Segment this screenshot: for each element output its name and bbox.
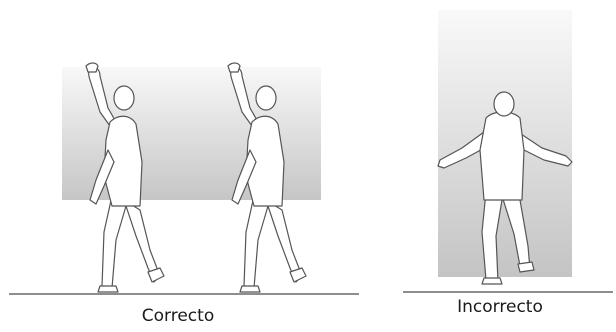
caption-incorrect: Incorrecto [440, 297, 560, 317]
incorrect-scene [403, 10, 613, 292]
caption-correct: Correcto [118, 306, 238, 326]
correct-scene [9, 63, 359, 294]
